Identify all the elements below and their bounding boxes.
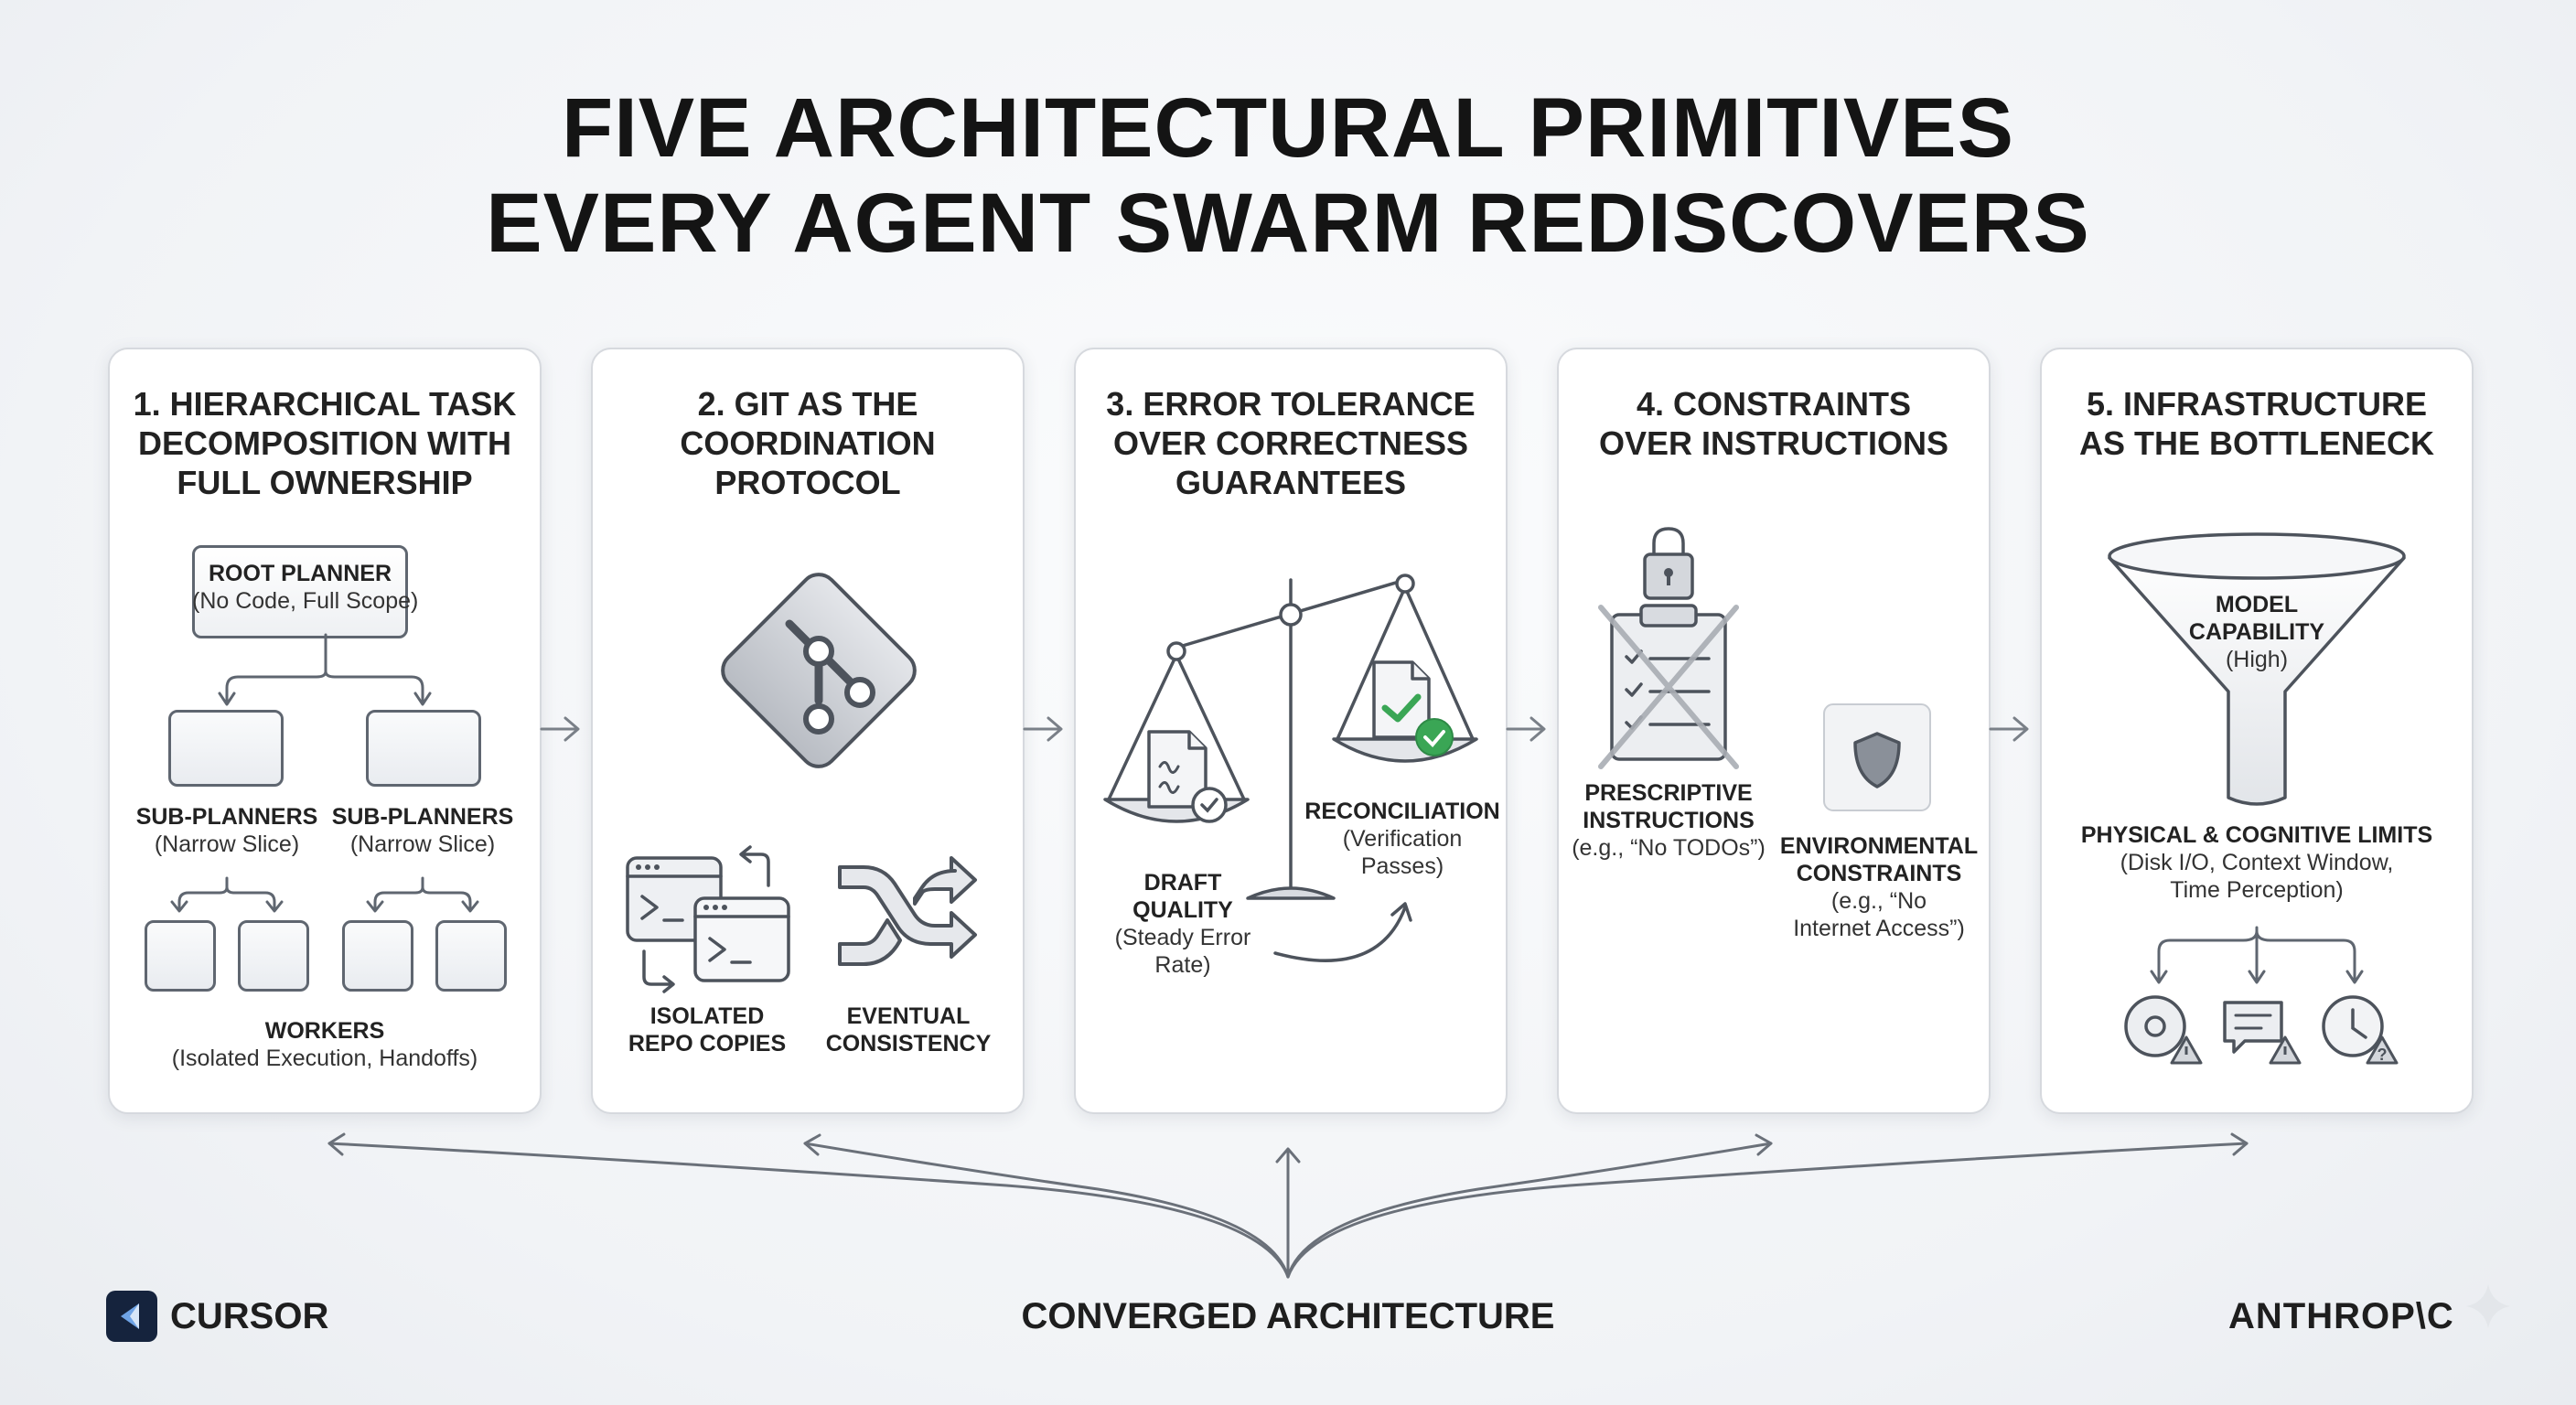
worker-box	[238, 920, 309, 992]
panel-title: 2. GIT AS THE COORDINATION PROTOCOL	[680, 385, 936, 501]
panel-title: 4. CONSTRAINTS OVER INSTRUCTIONS	[1598, 385, 1949, 462]
panel-git-coordination: 2. GIT AS THE COORDINATION PROTOCOL	[591, 348, 1025, 1114]
panel-constraints: 4. CONSTRAINTS OVER INSTRUCTIONS PRESCRI…	[1557, 348, 1991, 1114]
isolated-repo-label: ISOLATED REPO COPIES	[628, 1003, 787, 1056]
verified-document-icon	[1372, 660, 1454, 756]
svg-text:?: ?	[2377, 1046, 2388, 1064]
funnel-icon	[2108, 532, 2406, 806]
locked-clipboard-icon	[1598, 527, 1739, 769]
terminal-windows-icon	[626, 845, 790, 993]
title-line-1: FIVE ARCHITECTURAL PRIMITIVES	[562, 81, 2014, 175]
disk-warning-icon	[2124, 995, 2203, 1065]
anthropic-brand: ANTHROP\C	[2228, 1296, 2454, 1336]
converged-architecture-label: CONVERGED ARCHITECTURE	[1021, 1296, 1555, 1336]
limits-connectors	[2150, 926, 2364, 984]
workers-label: WORKERS (Isolated Execution, Handoffs)	[171, 1018, 478, 1071]
panel-title: 5. INFRASTRUCTURE AS THE BOTTLENECK	[2078, 385, 2434, 462]
physical-limits-label: PHYSICAL & COGNITIVE LIMITS (Disk I/O, C…	[2080, 822, 2433, 903]
panel-hierarchical-decomposition: 1. HIERARCHICAL TASK DECOMPOSITION WITH …	[108, 348, 542, 1114]
clock-question-icon: ?	[2322, 995, 2399, 1065]
environmental-constraints-label: ENVIRONMENTAL CONSTRAINTS (e.g., “No Int…	[1779, 833, 1979, 941]
panel-title: 1. HIERARCHICAL TASK DECOMPOSITION WITH …	[133, 385, 517, 501]
convergence-lines	[327, 1132, 2249, 1279]
root-planner-label: ROOT PLANNER (No Code, Full Scope)	[192, 561, 419, 614]
eventual-consistency-label: EVENTUAL CONSISTENCY	[825, 1003, 992, 1056]
title-line-2: EVERY AGENT SWARM REDISCOVERS	[486, 177, 2090, 270]
sub-planner-box-right	[366, 710, 481, 787]
draft-document-icon	[1147, 730, 1228, 823]
panel-title: 3. ERROR TOLERANCE OVER CORRECTNESS GUAR…	[1106, 385, 1476, 501]
worker-box	[145, 920, 216, 992]
sub-planner-label-right: SUB-PLANNERS (Narrow Slice)	[331, 804, 514, 857]
reconciliation-label: RECONCILIATION (Verification Passes)	[1304, 799, 1500, 879]
arrow-right-icon	[1989, 716, 2029, 742]
sub-planner-box-left	[168, 710, 284, 787]
worker-box	[435, 920, 507, 992]
panel-infrastructure: 5. INFRASTRUCTURE AS THE BOTTLENECK MODE…	[2040, 348, 2474, 1114]
git-icon	[721, 573, 917, 768]
arrow-right-icon	[1506, 716, 1546, 742]
sub-planner-label-left: SUB-PLANNERS (Narrow Slice)	[135, 804, 318, 857]
chat-warning-icon	[2223, 1001, 2302, 1065]
shield-icon	[1823, 703, 1931, 811]
panel-error-tolerance: 3. ERROR TOLERANCE OVER CORRECTNESS GUAR…	[1074, 348, 1508, 1114]
prescriptive-instructions-label: PRESCRIPTIVE INSTRUCTIONS (e.g., “No TOD…	[1572, 780, 1766, 861]
draft-quality-label: DRAFT QUALITY (Steady Error Rate)	[1114, 870, 1251, 978]
root-planner-box	[192, 545, 408, 638]
model-capability-label: MODEL CAPABILITY (High)	[2188, 592, 2325, 672]
shuffle-icon	[838, 856, 977, 966]
arrow-right-icon	[1023, 716, 1063, 742]
main-title: FIVE ARCHITECTURAL PRIMITIVES EVERY AGEN…	[0, 80, 2576, 271]
cursor-logo-icon	[106, 1291, 157, 1342]
arrow-right-icon	[540, 716, 580, 742]
worker-box	[342, 920, 413, 992]
cursor-brand: CURSOR	[170, 1296, 329, 1336]
hierarchy-connectors	[170, 633, 479, 913]
